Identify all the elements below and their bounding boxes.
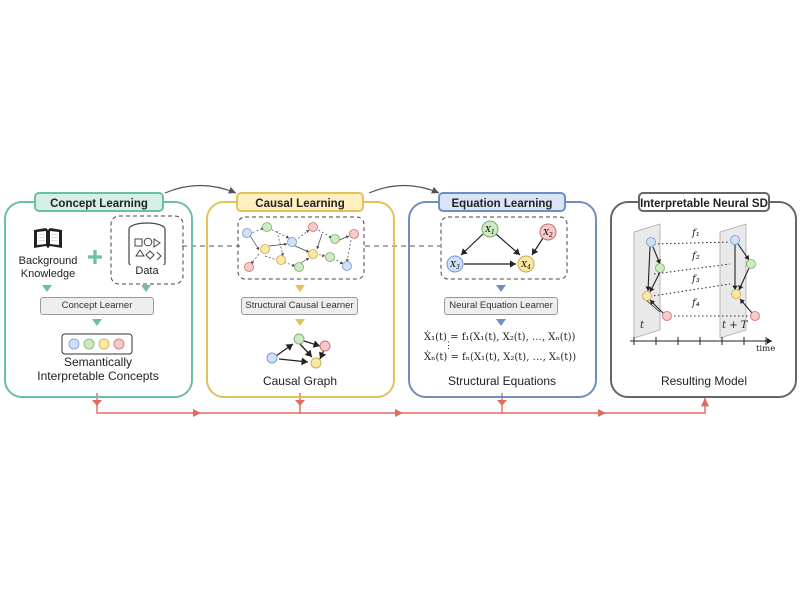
equation-1: Ẋ₁(t) = f₁(X₁(t), X₂(t), …, Xₙ(t)) (424, 332, 575, 343)
dense-graph-box (237, 216, 365, 280)
concept-learning-title: Concept Learning (34, 192, 164, 212)
svg-text:X3: X3 (449, 260, 460, 271)
function-label-f1: f₁ (692, 228, 700, 239)
concept-down-arrows (42, 285, 151, 326)
equation-learning-title: Equation Learning (438, 192, 566, 212)
causal-down-arrows (295, 285, 305, 326)
concept-caption: Semantically Interpretable Concepts (37, 355, 159, 383)
equation-n-lhs: Ẋₙ(t) (424, 352, 448, 363)
node-x1 (481, 220, 499, 238)
svg-text:X2: X2 (542, 228, 553, 239)
svg-text:X4: X4 (520, 260, 531, 271)
book-icon (34, 228, 62, 248)
node-x2 (539, 223, 557, 241)
function-label-f2: f₂ (692, 251, 700, 262)
temporal-model-diagram (630, 223, 772, 345)
function-label-f4: f₄ (692, 298, 700, 309)
database-icon (110, 215, 184, 285)
node-x3 (446, 255, 464, 273)
flow-arrow-causal-to-equation (368, 184, 440, 194)
time-axis-label: time (756, 344, 776, 354)
result-title: Interpretable Neural SD (638, 192, 770, 212)
slice-label-t-plus-T: t + T (722, 320, 748, 331)
causal-learning-title: Causal Learning (236, 192, 364, 212)
time-slice-t-plus-T (719, 223, 747, 339)
time-slice-t (633, 223, 661, 339)
equation-n: Ẋₙ(t) = fₙ(X₁(t), X₂(t), …, Xₙ(t)) (424, 352, 576, 363)
neural-equation-learner-box: Neural Equation Learner (444, 297, 558, 315)
plus-icon (88, 250, 102, 264)
result-caption: Resulting Model (660, 374, 748, 388)
equation-1-lhs: Ẋ₁(t) (424, 332, 447, 343)
equation-down-arrow (496, 285, 506, 326)
data-label: Data (125, 265, 169, 278)
equation-graph-box: X1 X2 X3 X4 (440, 216, 568, 280)
equation-1-rhs: = f₁(X₁(t), X₂(t), …, Xₙ(t)) (450, 332, 576, 343)
node-x4 (517, 255, 535, 273)
background-knowledge-label: Background Knowledge (18, 255, 78, 280)
concept-list (61, 333, 133, 355)
equation-vdots: ⋮ (444, 341, 453, 351)
svg-text:X1: X1 (484, 225, 495, 236)
feedback-loop (92, 393, 710, 417)
causal-graph-icon (266, 333, 331, 369)
equation-caption: Structural Equations (447, 374, 557, 388)
function-label-f3: f₃ (692, 274, 700, 285)
flow-arrow-concept-to-causal (164, 184, 237, 194)
slice-label-t: t (640, 320, 645, 331)
structural-causal-learner-box: Structural Causal Learner (241, 297, 358, 315)
causal-caption: Causal Graph (262, 374, 338, 388)
concept-learner-box: Concept Learner (40, 297, 154, 315)
equation-n-rhs: = fₙ(X₁(t), X₂(t), …, Xₙ(t)) (450, 352, 577, 363)
